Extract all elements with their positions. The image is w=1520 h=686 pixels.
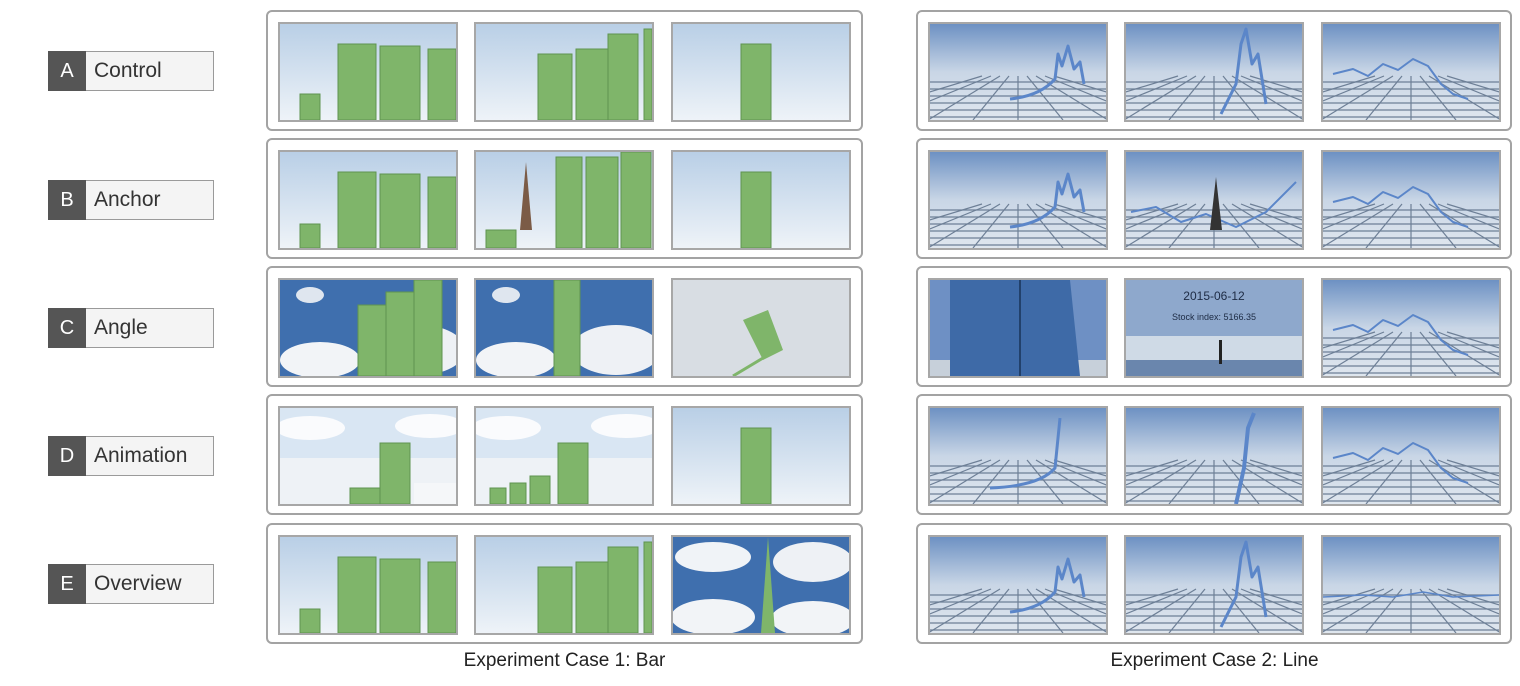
tooltip-value: Stock index: 5166.35 [1172,312,1256,322]
bar-thumbnail-1 [278,278,458,378]
line-thumbnail-1 [928,150,1108,250]
row-label-anchor: B Anchor [48,180,214,220]
bar-panel-control [266,10,863,131]
line-scene-image [930,152,1106,248]
row-label-animation: D Animation [48,436,214,476]
bar-thumbnail-2 [474,535,654,635]
bar-thumbnail-3 [671,535,851,635]
row-label-overview: E Overview [48,564,214,604]
caption-bar: Experiment Case 1: Bar [463,650,666,671]
bar-scene-image [476,24,652,120]
row-name: Control [86,51,214,91]
bar-thumbnail-3 [671,22,851,122]
line-panel-anchor [916,138,1512,259]
line-scene-image [1323,24,1499,120]
row-letter: D [48,436,86,476]
tooltip-date: 2015-06-12 [1183,289,1245,303]
line-panel-animation [916,394,1512,515]
bar-scene-image [280,152,456,248]
row-letter: E [48,564,86,604]
line-scene-image [930,24,1106,120]
line-scene-image [1323,152,1499,248]
bar-scene-image [673,24,849,120]
row-name: Animation [86,436,214,476]
bar-thumbnail-2 [474,150,654,250]
line-scene-image [1126,537,1302,633]
line-panel-control [916,10,1512,131]
line-scene-image [1126,24,1302,120]
bar-scene-image [476,152,652,248]
line-thumbnail-1 [928,406,1108,506]
line-scene-image [1323,537,1499,633]
bar-panel-angle [266,266,863,387]
line-panel-overview [916,523,1512,644]
row-letter: B [48,180,86,220]
row-name: Overview [86,564,214,604]
line-thumbnail-2 [1124,22,1304,122]
line-thumbnail-1 [928,22,1108,122]
line-scene-image [1126,152,1302,248]
line-thumbnail-3 [1321,22,1501,122]
row-letter: C [48,308,86,348]
line-thumbnail-2 [1124,406,1304,506]
row-letter: A [48,51,86,91]
bar-scene-image [476,408,652,504]
bar-thumbnail-3 [671,406,851,506]
line-thumbnail-1 [928,535,1108,635]
bar-scene-image [476,537,652,633]
bar-thumbnail-1 [278,150,458,250]
line-thumbnail-3 [1321,535,1501,635]
bar-panel-overview [266,523,863,644]
line-thumbnail-3 [1321,278,1501,378]
row-name: Angle [86,308,214,348]
line-thumbnail-3 [1321,406,1501,506]
bar-scene-image [673,280,849,376]
bar-thumbnail-3 [671,150,851,250]
caption-line: Experiment Case 2: Line [1110,650,1319,671]
bar-scene-image [280,408,456,504]
line-scene-image [930,537,1106,633]
bar-thumbnail-2 [474,278,654,378]
line-thumbnail-1 [928,278,1108,378]
line-thumbnail-2 [1124,150,1304,250]
bar-scene-image [280,24,456,120]
bar-thumbnail-3 [671,278,851,378]
bar-scene-image [280,280,456,376]
line-scene-image [1126,408,1302,504]
bar-panel-anchor [266,138,863,259]
line-thumbnail-3 [1321,150,1501,250]
bar-thumbnail-1 [278,535,458,635]
line-scene-image [1323,408,1499,504]
row-label-control: A Control [48,51,214,91]
bar-thumbnail-1 [278,22,458,122]
line-scene-image [930,280,1106,376]
bar-scene-image [673,537,849,633]
bar-scene-image [280,537,456,633]
bar-scene-image [673,408,849,504]
row-label-angle: C Angle [48,308,214,348]
line-thumbnail-2 [1124,535,1304,635]
line-scene-image [1323,280,1499,376]
bar-scene-image [673,152,849,248]
bar-thumbnail-2 [474,22,654,122]
bar-thumbnail-1 [278,406,458,506]
row-name: Anchor [86,180,214,220]
bar-panel-animation [266,394,863,515]
bar-thumbnail-2 [474,406,654,506]
bar-scene-image [476,280,652,376]
line-scene-image [930,408,1106,504]
